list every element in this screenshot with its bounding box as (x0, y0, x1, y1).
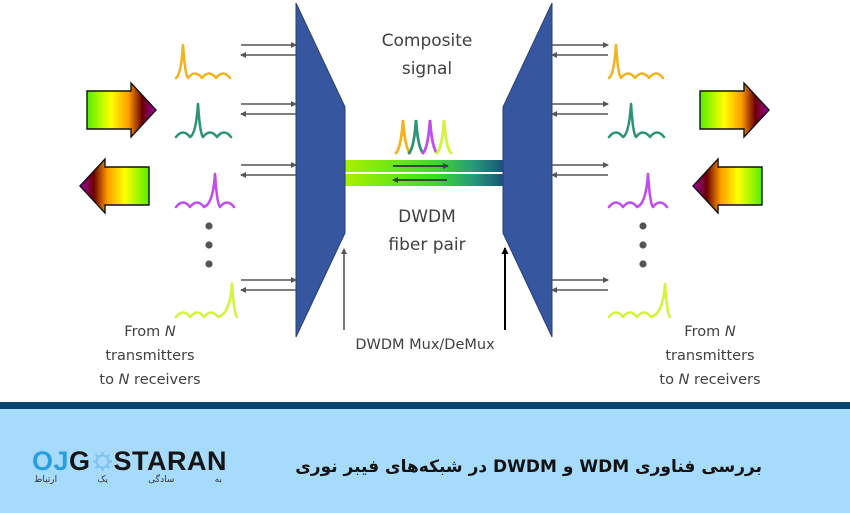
fiber-line-2: fiber pair (388, 235, 466, 255)
logo-part-oj: OJ (32, 446, 70, 476)
diagram-canvas (79, 2, 770, 338)
gear-icon (92, 449, 113, 471)
composite-peak-channel-N (435, 119, 453, 155)
fiber-pair-label: DWDM fiber pair (349, 203, 505, 259)
left-spectrum-channel-3 (174, 172, 236, 209)
left-endpoint-label: From N transmitters to N receivers (70, 320, 230, 392)
endpoint-line-1: From N (70, 320, 230, 344)
ellipsis-dot (205, 260, 213, 268)
composite-signal-label: Composite signal (349, 27, 505, 83)
n-variable: N (118, 372, 130, 388)
logo-part-staran: STARAN (113, 446, 228, 476)
ellipsis-dot (639, 241, 647, 249)
article-title: بررسی فناوری WDM و DWDM در شبکه‌های فیبر… (295, 457, 762, 477)
left-incoming-arrow-icon (79, 157, 150, 215)
left-outgoing-arrow-icon (86, 81, 157, 139)
endpoint-line-3: to N receivers (70, 368, 230, 392)
right-incoming-arrow-icon (692, 157, 763, 215)
composite-peak-channel-2 (407, 119, 425, 155)
right-spectrum-channel-1 (607, 43, 665, 80)
composite-line-2: signal (401, 59, 453, 79)
text: receivers (689, 372, 761, 388)
footer-banner: OJG STARAN به سادگی یک ارتباط بررسی فناور… (0, 409, 850, 513)
right-mux-demux (502, 2, 553, 338)
right-outgoing-arrow-icon (699, 81, 770, 139)
composite-line-1: Composite (381, 31, 473, 51)
left-spectrum-channel-2 (174, 102, 233, 139)
text: From (124, 324, 165, 340)
brand-logo: OJG STARAN به سادگی یک ارتباط (32, 447, 232, 487)
n-variable: N (724, 324, 736, 340)
endpoint-line-2: transmitters (665, 348, 755, 364)
endpoint-line-2: transmitters (105, 348, 195, 364)
fiber-pair (345, 160, 505, 186)
composite-peak-channel-3 (421, 119, 439, 155)
separator-band (0, 402, 850, 409)
ellipsis-dot (639, 222, 647, 230)
text: receivers (129, 372, 201, 388)
dwdm-diagram: Composite signal DWDM fiber pair DWDM Mu… (70, 2, 790, 392)
mux-demux-label: DWDM Mux/DeMux (355, 337, 495, 353)
logo-part-g: G (69, 446, 91, 476)
logo-tagline: به سادگی یک ارتباط (34, 475, 222, 485)
text: to (659, 372, 679, 388)
composite-peak-channel-1 (394, 119, 412, 155)
ellipsis-dot (205, 222, 213, 230)
right-spectrum-channel-3 (607, 172, 669, 209)
ellipsis-dot (205, 241, 213, 249)
text: to (99, 372, 119, 388)
left-spectrum-channel-1 (174, 43, 232, 80)
right-endpoint-label: From N transmitters to N receivers (630, 320, 790, 392)
logo-wordmark: OJG STARAN (32, 447, 227, 475)
right-spectrum-channel-N (607, 282, 672, 319)
fiber-line-1: DWDM (398, 207, 456, 227)
text: From (684, 324, 725, 340)
left-spectrum-channel-N (174, 282, 239, 319)
ellipsis-dot (639, 260, 647, 268)
endpoint-line-1: From N (630, 320, 790, 344)
n-variable: N (678, 372, 690, 388)
n-variable: N (164, 324, 176, 340)
endpoint-line-3: to N receivers (630, 368, 790, 392)
right-spectrum-channel-2 (607, 102, 666, 139)
left-mux-demux (295, 2, 346, 338)
